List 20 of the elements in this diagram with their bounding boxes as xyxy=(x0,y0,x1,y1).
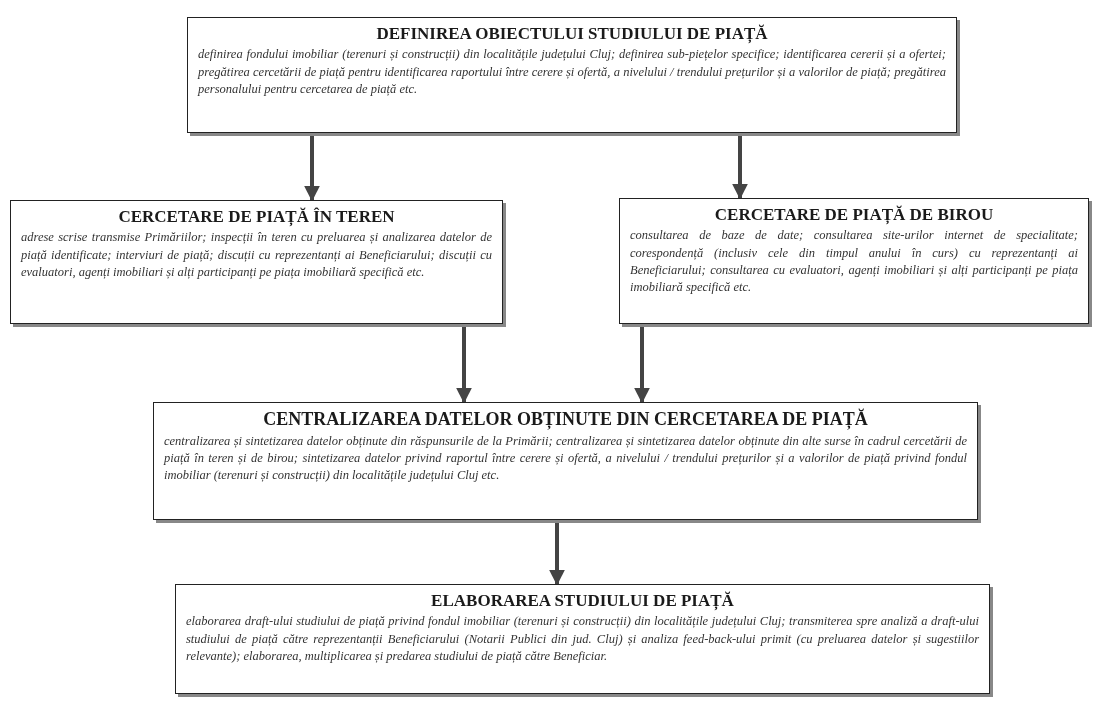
process-box xyxy=(175,584,990,694)
box-description: centralizarea și sintetizarea datelor obținute din răspunsurile de la Primării; centralizarea și sintetizarea datelor obținute din alte surse în cadrul cercetării de piață în teren și de birou; sintetizarea datelor privind raportul între cerere și ofertă, a nivelului / trendului prețurilor și a valorilor de piață privind fondul imobiliar (terenuri și construcții) din localitățile județului Cluj etc. xyxy=(164,432,967,485)
box-description: elaborarea draft-ului studiului de piață privind fondul imobiliar (terenuri și construcții) din localitățile județului Cluj; transmiterea spre analiză a draft-ului studiului de piață către reprezentanții Beneficiarului (Notarii Publici din jud. Cluj) și analiza feed-back-ului primit (cu preluarea datelor și sugestiilor relevante); elaborarea, multiplicarea și predarea studiului de piață către Beneficiar. xyxy=(186,613,979,665)
process-box xyxy=(153,402,978,520)
box-heading: DEFINIREA OBIECTULUI STUDIULUI DE PIAȚĂ xyxy=(375,24,769,45)
arrow xyxy=(732,133,748,200)
arrow xyxy=(456,324,472,404)
process-box xyxy=(187,17,957,133)
arrow xyxy=(549,520,565,586)
arrow xyxy=(634,324,650,404)
box-description: consultarea de baze de date; consultarea site-urilor internet de specialitate; corespondență (inclusiv cele din timpul anului în curs) cu reprezentanți ai Beneficiarului; consultarea cu evaluatori, agenți imobiliari și alți participanți pe piața imobiliară specifică etc. xyxy=(630,227,1078,297)
box-heading: CERCETARE DE PIAȚĂ DE BIROU xyxy=(713,205,995,226)
box-heading: CENTRALIZAREA DATELOR OBȚINUTE DIN CERCETAREA DE PIAȚĂ xyxy=(262,409,869,431)
box-description: definirea fondului imobiliar (terenuri și construcții) din localitățile județului Cluj; definirea sub-piețelor specifice; identificarea cererii și a ofertei; pregătirea cercetării de piață pentru identificarea raportului între cerere și ofertă, a nivelului / trendului prețurilor și a valorilor de piață; pregătirea personalului pentru cercetarea de piață etc. xyxy=(198,46,946,98)
box-heading: ELABORAREA STUDIULUI DE PIAȚĂ xyxy=(430,591,735,612)
process-box xyxy=(619,198,1089,324)
box-description: adrese scrise transmise Primăriilor; inspecții în teren cu preluarea și analizarea datelor de piață identificate; interviuri de piață; discuții cu reprezentanți ai Beneficiarului; discuții cu evaluatori, agenți imobiliari și alți participanți pe piața imobiliară specifică etc. xyxy=(21,229,492,281)
box-heading: CERCETARE DE PIAȚĂ ÎN TEREN xyxy=(117,207,396,228)
process-box xyxy=(10,200,503,324)
arrow xyxy=(304,133,320,202)
